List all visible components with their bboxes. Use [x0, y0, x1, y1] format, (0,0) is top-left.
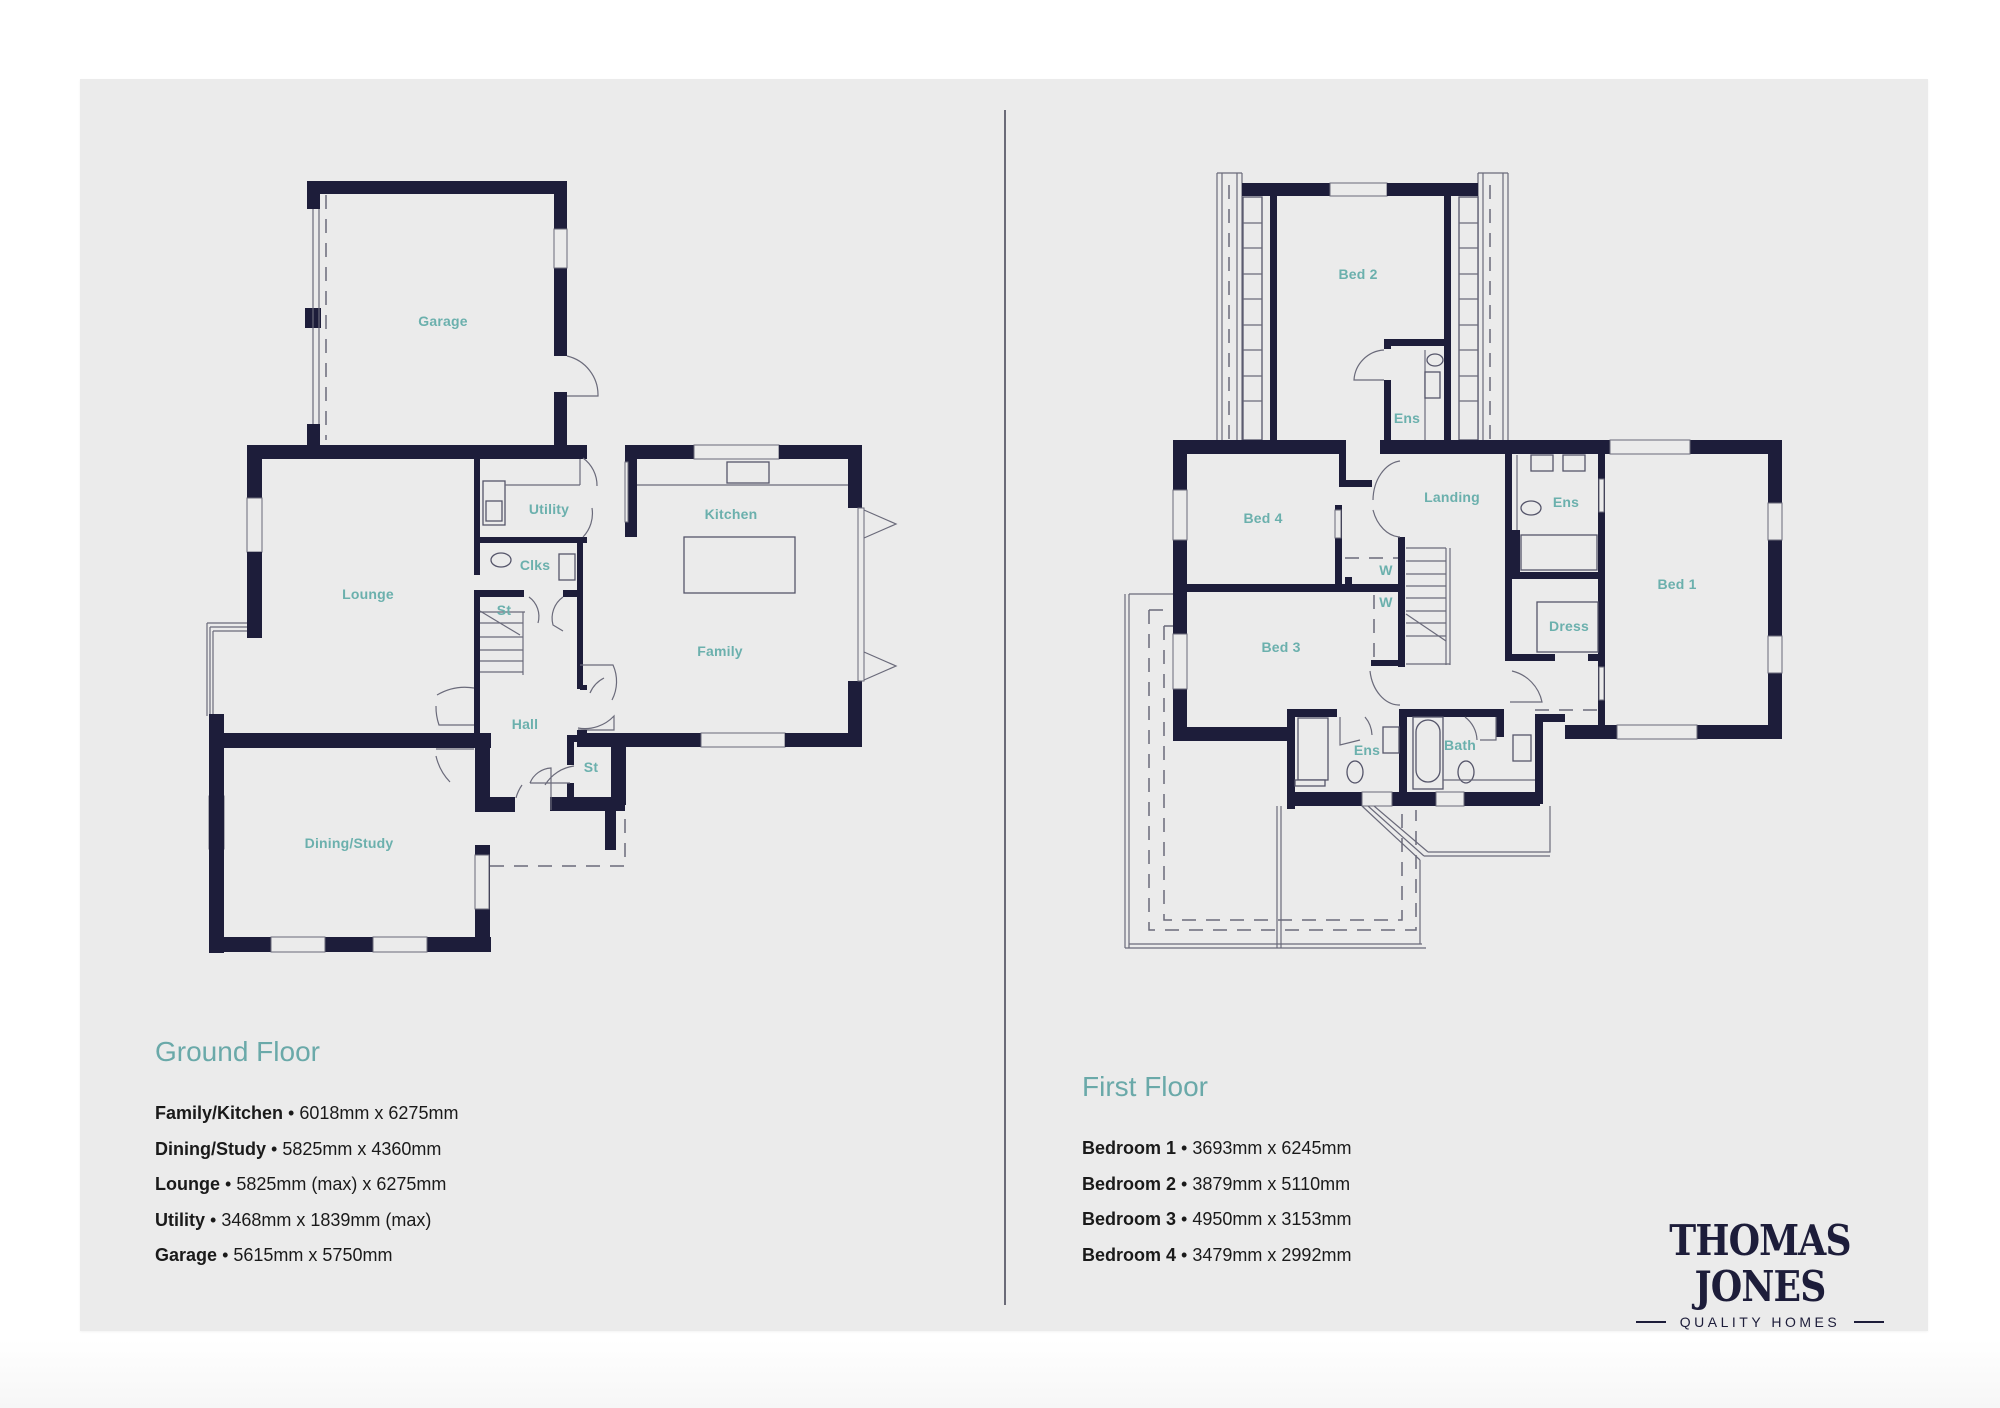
spec-row: Utility • 3468mm x 1839mm (max) — [155, 1209, 432, 1230]
room-label-clks: Clks — [519, 557, 551, 573]
spec-row: Bedroom 3 • 4950mm x 3153mm — [1082, 1209, 1352, 1229]
bed2-side-roofs — [1216, 172, 1509, 441]
spec-row: Dining/Study • 5825mm x 4360mm — [155, 1138, 442, 1159]
spec-row: Bedroom 4 • 3479mm x 2992mm — [1082, 1244, 1352, 1265]
room-label-bed3: Bed 3 — [1261, 639, 1301, 655]
spec-row: Garage • 5615mm x 5750mm — [155, 1245, 393, 1265]
room-label-bed2: Bed 2 — [1338, 266, 1378, 282]
floor-divider — [1004, 110, 1006, 1305]
room-label-bed2-ensuite: Ens — [1393, 410, 1421, 426]
ground-floor-plan — [206, 181, 898, 953]
ground-main-walls — [206, 444, 898, 953]
room-label-garage: Garage — [418, 313, 468, 329]
spec-row: Bedroom 2 • 3879mm x 5110mm — [1082, 1173, 1351, 1194]
room-label-bath: Bath — [1444, 737, 1476, 753]
spec-row: Family/Kitchen • 6018mm x 6275mm — [155, 1103, 459, 1123]
room-label-bed4: Bed 4 — [1243, 510, 1283, 526]
room-label-hall: Hall — [511, 716, 539, 732]
room-label-kitchen: Kitchen — [704, 506, 758, 522]
first-main-walls — [1124, 439, 1783, 949]
room-label-lounge: Lounge — [342, 586, 394, 602]
room-label-landing: Landing — [1424, 489, 1480, 505]
room-label-wardrobe-1: W — [1379, 562, 1393, 578]
room-label-bed3-ensuite: Ens — [1353, 742, 1381, 758]
first-floor-title: First Floor — [1082, 1071, 1208, 1102]
room-label-family: Family — [697, 643, 743, 659]
room-label-utility: Utility — [528, 501, 570, 517]
room-label-dining-study: Dining/Study — [304, 835, 394, 851]
tagline-rule-right — [1854, 1321, 1885, 1323]
room-label-stairs-store: St — [496, 602, 512, 618]
first-floor-plan — [1124, 172, 1783, 949]
room-label-wardrobe-2: W — [1379, 594, 1393, 610]
bed2-walls — [1242, 182, 1478, 440]
brand-tagline: QUALITY HOMES — [1679, 1314, 1841, 1330]
spec-row: Lounge • 5825mm (max) x 6275mm — [155, 1174, 447, 1194]
page-bottom-shadow — [0, 1340, 2000, 1408]
spec-row: Bedroom 1 • 3693mm x 6245mm — [1082, 1138, 1352, 1158]
ground-floor-dimensions: Family/Kitchen • 6018mm x 6275mm Dining/… — [155, 1096, 458, 1274]
room-label-bed1-ensuite: Ens — [1552, 494, 1580, 510]
ground-floor-title: Ground Floor — [155, 1036, 320, 1067]
first-floor-dimensions: Bedroom 1 • 3693mm x 6245mm Bedroom 2 • … — [1082, 1131, 1351, 1273]
tagline-rule-left — [1635, 1321, 1666, 1323]
brand-tagline-row: QUALITY HOMES — [1630, 1314, 1890, 1330]
room-label-dress: Dress — [1549, 618, 1589, 634]
brand-logo: THOMAS JONES QUALITY HOMES — [1630, 1218, 1890, 1330]
brand-name: THOMAS JONES — [1669, 1216, 1851, 1311]
room-label-bed1: Bed 1 — [1657, 576, 1697, 592]
room-label-store: St — [583, 759, 599, 775]
